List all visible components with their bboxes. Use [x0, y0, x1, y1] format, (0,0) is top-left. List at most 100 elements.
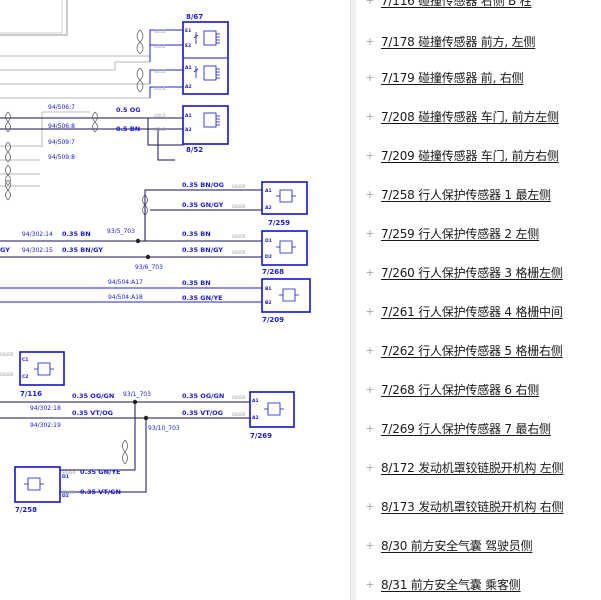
svg-text:0.5 OG: 0.5 OG	[116, 106, 141, 114]
connector-7-259[interactable]: 0.35 BN/OG 0.35 GN/GY SILVER SILVER A1 A…	[144, 181, 308, 241]
list-item-label[interactable]: 7/259 行人保护传感器 2 左侧	[381, 226, 540, 241]
list-item-label[interactable]: 8/30 前方安全气囊 驾驶员侧	[381, 538, 533, 553]
expand-icon[interactable]: +	[365, 0, 375, 7]
expand-icon[interactable]: +	[365, 343, 375, 357]
connector-7-268[interactable]: 94/302:14 0.35 BN 94/302:15 0.35 BN/GY G…	[0, 228, 308, 276]
connector-7-209[interactable]: 94/504:A17 94/504:A18 0.35 BN 0.35 GN/YE…	[0, 278, 311, 324]
list-item-label[interactable]: 7/268 行人保护传感器 6 右侧	[381, 382, 540, 397]
svg-text:0.35 GN/YE: 0.35 GN/YE	[182, 294, 223, 302]
svg-text:A2: A2	[185, 84, 192, 90]
expand-icon[interactable]: +	[365, 421, 375, 435]
connector-8-67-ref: 8/67	[186, 13, 203, 21]
list-item[interactable]: + 7/179 碰撞传感器 前, 右侧	[356, 67, 523, 87]
list-item[interactable]: + 7/258 行人保护传感器 1 最左侧	[356, 184, 551, 204]
svg-text:0.35 GN/YE: 0.35 GN/YE	[80, 468, 121, 476]
list-item-label[interactable]: 7/179 碰撞传感器 前, 右侧	[381, 70, 524, 85]
svg-text:93/10_703: 93/10_703	[148, 425, 180, 432]
grey-harness	[0, 55, 150, 187]
list-item-label[interactable]: 7/269 行人保护传感器 7 最右侧	[381, 421, 551, 436]
expand-icon[interactable]: +	[365, 460, 375, 474]
list-item[interactable]: + 7/268 行人保护传感器 6 右侧	[356, 379, 539, 399]
coil-icon	[193, 30, 220, 81]
list-item-label[interactable]: 7/262 行人保护传感器 5 格栅右侧	[381, 343, 563, 358]
svg-text:GY: GY	[0, 246, 10, 254]
connector-8-67[interactable]: 8/67 E1 E2 A1 A2 GOLD GOLD GOLD GOLD	[154, 13, 229, 95]
svg-text:D1: D1	[265, 238, 272, 244]
list-item-label[interactable]: 7/178 碰撞传感器 前方, 左侧	[381, 34, 536, 49]
list-item[interactable]: + 7/209 碰撞传感器 车门, 前方右侧	[356, 145, 559, 165]
list-item[interactable]: + 7/116 碰撞传感器 右侧 B 柱	[356, 0, 531, 10]
list-item[interactable]: + 7/178 碰撞传感器 前方, 左侧	[356, 31, 535, 51]
connector-8-52-box	[182, 105, 229, 145]
svg-text:94/302:18: 94/302:18	[30, 405, 61, 412]
panel-splitter[interactable]	[350, 0, 357, 600]
expand-icon[interactable]: +	[365, 538, 375, 552]
expand-icon[interactable]: +	[365, 226, 375, 240]
svg-text:C2: C2	[22, 374, 28, 380]
svg-text:D2: D2	[62, 493, 69, 499]
connector-8-52[interactable]: A1 A2 GOLD GOLD 8/52	[154, 105, 229, 154]
svg-text:7/268: 7/268	[262, 268, 284, 276]
svg-text:SILVER: SILVER	[0, 372, 14, 377]
component-list-panel[interactable]: + 7/116 碰撞传感器 右侧 B 柱 + 7/178 碰撞传感器 前方, 左…	[356, 0, 601, 600]
expand-icon[interactable]: +	[365, 148, 375, 162]
svg-text:94/302:19: 94/302:19	[30, 422, 61, 429]
list-item-label[interactable]: 7/208 碰撞传感器 车门, 前方左侧	[381, 109, 559, 124]
svg-text:94/506:7: 94/506:7	[48, 104, 75, 111]
list-item-label[interactable]: 7/209 碰撞传感器 车门, 前方右侧	[381, 148, 559, 163]
svg-text:0.5 BN: 0.5 BN	[116, 125, 140, 133]
svg-text:GOLD: GOLD	[154, 113, 166, 118]
svg-text:SILVER: SILVER	[232, 412, 246, 417]
svg-text:0.35 BN/GY: 0.35 BN/GY	[62, 246, 103, 254]
list-item[interactable]: + 7/261 行人保护传感器 4 格栅中间	[356, 301, 563, 321]
list-item[interactable]: + 8/30 前方安全气囊 驾驶员侧	[356, 535, 532, 555]
connector-7-116[interactable]: SILVER SILVER C1 C2 7/116	[0, 351, 65, 398]
expand-icon[interactable]: +	[365, 34, 375, 48]
svg-text:D2: D2	[265, 254, 272, 260]
svg-text:93/6_703: 93/6_703	[135, 264, 163, 271]
svg-text:0.35 GN/GY: 0.35 GN/GY	[182, 201, 224, 209]
sensor-icon	[276, 240, 296, 254]
svg-text:7/116: 7/116	[20, 390, 42, 398]
list-item-label[interactable]: 7/258 行人保护传感器 1 最左侧	[381, 187, 551, 202]
svg-text:94/506:8: 94/506:8	[48, 123, 75, 130]
svg-text:B1: B1	[265, 286, 272, 292]
list-item-label[interactable]: 7/116 碰撞传感器 右侧 B 柱	[381, 0, 532, 8]
list-item-label[interactable]: 8/173 发动机罩铰链脱开机构 右侧	[381, 499, 564, 514]
wiring-diagram[interactable]: 8/67 E1 E2 A1 A2 GOLD GOLD GOLD GOLD A1 …	[0, 0, 350, 600]
connector-7-269[interactable]: 94/302:18 94/302:19 0.35 OG/GN 0.35 VT/O…	[0, 391, 295, 493]
svg-text:A1: A1	[252, 398, 259, 404]
svg-text:93/5_703: 93/5_703	[107, 228, 135, 235]
list-item[interactable]: + 7/259 行人保护传感器 2 左侧	[356, 223, 539, 243]
list-item-label[interactable]: 7/261 行人保护传感器 4 格栅中间	[381, 304, 563, 319]
svg-text:SILVER: SILVER	[0, 352, 14, 357]
list-item[interactable]: + 7/269 行人保护传感器 7 最右侧	[356, 418, 551, 438]
list-item[interactable]: + 7/262 行人保护传感器 5 格栅右侧	[356, 340, 563, 360]
svg-text:94/509:8: 94/509:8	[48, 154, 75, 161]
expand-icon[interactable]: +	[365, 499, 375, 513]
list-item[interactable]: + 7/260 行人保护传感器 3 格栅左侧	[356, 262, 563, 282]
svg-text:94/504:A17: 94/504:A17	[108, 279, 143, 286]
svg-text:D1: D1	[62, 474, 69, 480]
svg-text:7/209: 7/209	[262, 316, 284, 324]
expand-icon[interactable]: +	[365, 304, 375, 318]
expand-icon[interactable]: +	[365, 109, 375, 123]
list-item-label[interactable]: 8/31 前方安全气囊 乘客侧	[381, 577, 521, 592]
expand-icon[interactable]: +	[365, 382, 375, 396]
list-item[interactable]: + 8/31 前方安全气囊 乘客侧	[356, 574, 521, 594]
list-item[interactable]: + 8/172 发动机罩铰链脱开机构 左侧	[356, 457, 563, 477]
expand-icon[interactable]: +	[365, 265, 375, 279]
list-item[interactable]: + 8/173 发动机罩铰链脱开机构 右侧	[356, 496, 563, 516]
list-item-label[interactable]: 8/172 发动机罩铰链脱开机构 左侧	[381, 460, 564, 475]
svg-text:A1: A1	[185, 113, 192, 119]
svg-text:0.35 OG/GN: 0.35 OG/GN	[72, 392, 114, 400]
expand-icon[interactable]: +	[365, 577, 375, 591]
list-item[interactable]: + 7/208 碰撞传感器 车门, 前方左侧	[356, 106, 559, 126]
list-item-label[interactable]: 7/260 行人保护传感器 3 格栅左侧	[381, 265, 563, 280]
svg-text:94/302:15: 94/302:15	[22, 247, 53, 254]
svg-text:E2: E2	[185, 43, 191, 49]
wiring-diagram-canvas: 8/67 E1 E2 A1 A2 GOLD GOLD GOLD GOLD A1 …	[0, 0, 311, 514]
expand-icon[interactable]: +	[365, 187, 375, 201]
connector-7-258[interactable]: SILVER SILVER 0.35 GN/YE 0.35 VT/GN D1 D…	[14, 466, 121, 514]
expand-icon[interactable]: +	[365, 70, 375, 84]
